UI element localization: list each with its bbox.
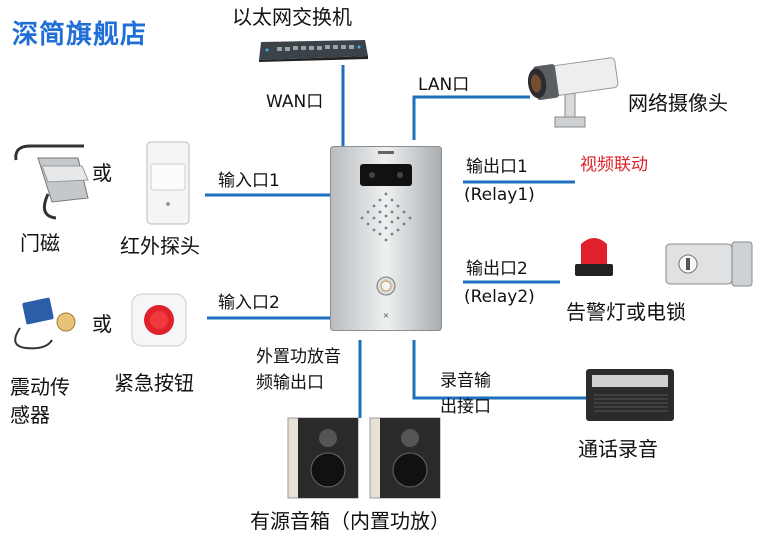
alarm-lock-label: 告警灯或电锁 [566,301,686,323]
recording-label-2: 出接口 [440,398,491,417]
wan-port-label: WAN口 [266,93,323,112]
radio-recorder-icon [584,365,676,425]
ethernet-switch-icon [255,38,370,62]
vibration-sensor-icon [6,290,78,354]
camera-label: 网络摄像头 [628,92,728,114]
ext-amp-label-2: 频输出口 [256,374,324,393]
pir-label: 红外探头 [120,235,200,257]
emergency-button-icon [130,292,188,348]
speakers-icon [286,416,446,500]
relay2-label: (Relay2) [464,288,535,307]
network-camera-icon [525,55,620,135]
door-magnet-icon [8,140,90,222]
svg-text:×: × [383,311,390,320]
switch-label: 以太网交换机 [232,6,352,28]
vibration-label-1: 震动传 [10,376,70,398]
electric-lock-icon [660,238,758,290]
vibration-label-2: 感器 [10,404,50,426]
lan-port-label: LAN口 [418,76,469,95]
video-link-label: 视频联动 [580,156,648,175]
pir-sensor-icon [143,140,193,228]
output1-label: 输出口1 [466,158,528,177]
output2-label: 输出口2 [466,260,528,279]
input2-label: 输入口2 [218,294,280,313]
alarm-light-icon [573,230,615,280]
or-label-1: 或 [92,162,112,184]
ext-amp-label-1: 外置功放音 [256,348,341,367]
recording-label-1: 录音输 [440,372,491,391]
intercom-panel: × [330,146,442,331]
emergency-label: 紧急按钮 [114,372,194,394]
call-recording-label: 通话录音 [578,438,658,460]
speakers-label: 有源音箱（内置功放） [250,510,450,532]
or-label-2: 或 [92,313,112,335]
door-magnet-label: 门磁 [20,232,60,254]
relay1-label: (Relay1) [464,186,535,205]
input1-label: 输入口1 [218,172,280,191]
